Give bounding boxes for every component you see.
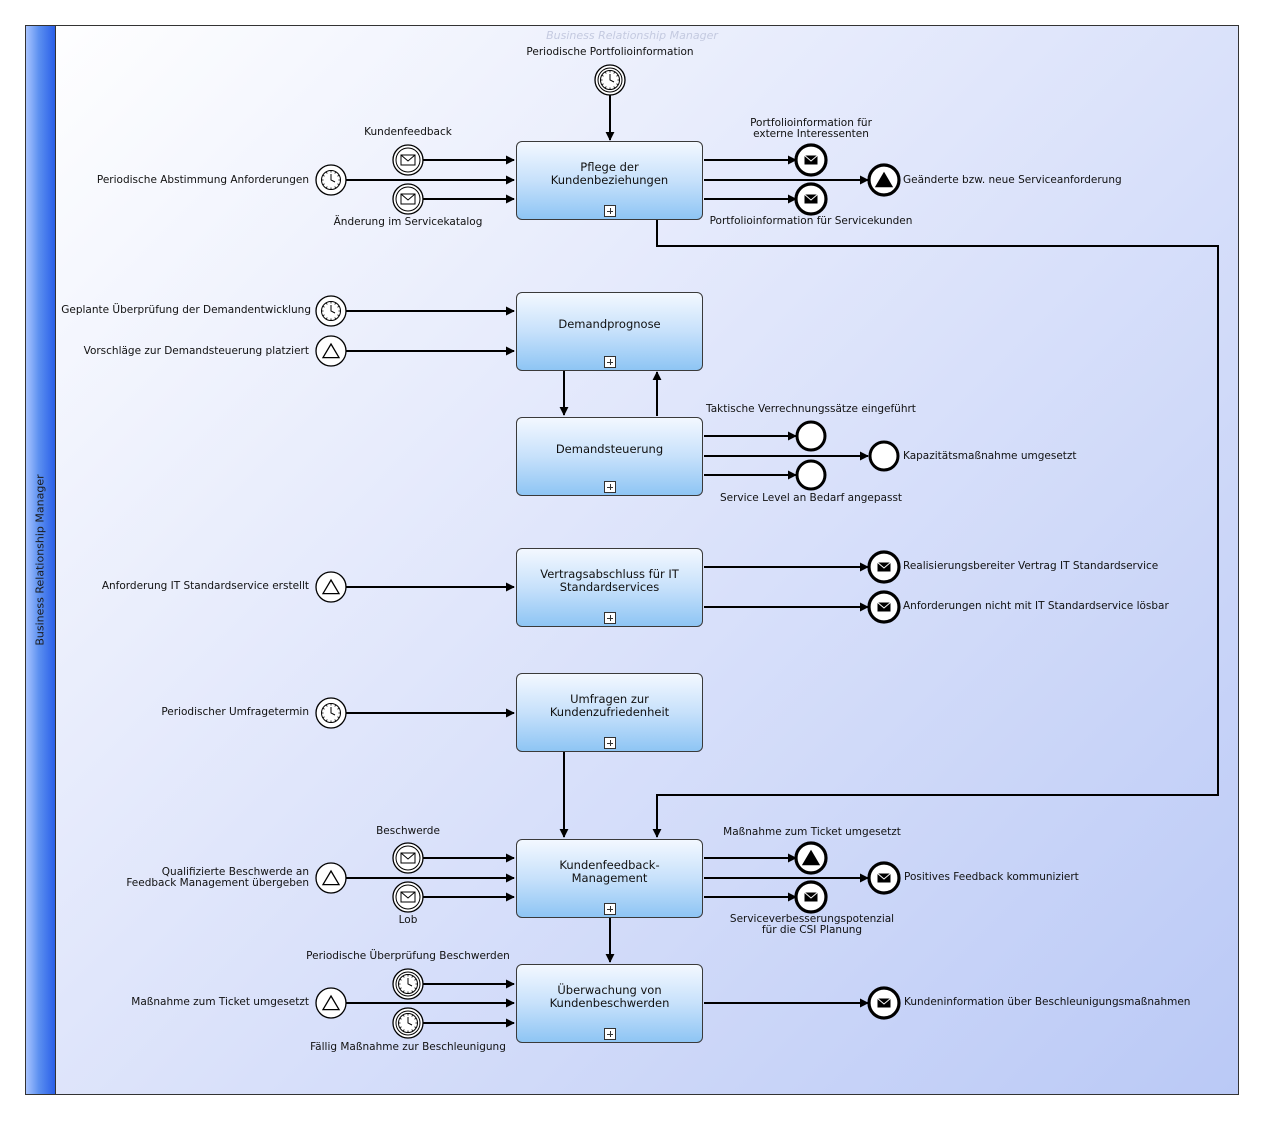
message-end-event-icon[interactable] (867, 550, 901, 584)
lane-title: Business Relationship Manager (546, 29, 718, 42)
event-label: Qualifizierte Beschwerde an Feedback Man… (126, 866, 309, 890)
subprocess-marker-icon[interactable] (604, 205, 616, 217)
none-end-event-icon[interactable] (795, 420, 827, 452)
event-label: Vorschläge zur Demandsteuerung platziert (83, 345, 309, 357)
timer-event-icon[interactable] (315, 295, 347, 327)
signal-event-icon[interactable] (315, 571, 347, 603)
pool-header (25, 25, 56, 1095)
sequence-flows (346, 95, 1219, 1028)
task-label: Überwachung von Kundenbeschwerden (549, 982, 670, 1010)
event-label: Anforderung IT Standardservice erstellt (101, 580, 309, 592)
event-label: Periodische Portfolioinformation (526, 46, 694, 58)
event-label: Serviceverbesserungspotenzial für die CS… (729, 913, 895, 937)
timer-event-icon[interactable] (392, 968, 424, 1000)
task-label: Vertragsabschluss für IT Standardservice… (540, 566, 679, 594)
event-label: Maßnahme zum Ticket umgesetzt (723, 826, 901, 838)
event-label: Portfolioinformation für Servicekunden (709, 215, 913, 227)
message-end-event-icon[interactable] (794, 880, 828, 914)
flow-pflege-to-feedback[interactable] (652, 220, 1219, 838)
event-label: Periodische Abstimmung Anforderungen (96, 174, 309, 186)
event-label: Anforderungen nicht mit IT Standardservi… (903, 600, 1169, 612)
signal-end-event-icon[interactable] (794, 841, 828, 875)
message-end-event-icon[interactable] (867, 861, 901, 895)
event-label: Kundeninformation über Beschleunigungsma… (904, 996, 1191, 1008)
event-label: Geplante Überprüfung der Demandentwicklu… (61, 304, 311, 316)
message-event-icon[interactable] (392, 144, 424, 176)
message-end-event-icon[interactable] (794, 182, 828, 216)
none-end-event-icon[interactable] (868, 440, 900, 472)
event-label: Geänderte bzw. neue Serviceanforderung (903, 174, 1122, 186)
timer-event-icon[interactable] (594, 64, 626, 96)
event-label: Portfolioinformation für externe Interes… (750, 117, 872, 141)
task-vertragsabschluss[interactable]: Vertragsabschluss für IT Standardservice… (516, 548, 703, 627)
message-end-event-icon[interactable] (867, 590, 901, 624)
subprocess-marker-icon[interactable] (604, 612, 616, 624)
event-label: Änderung im Servicekatalog (333, 216, 483, 228)
events-layer (315, 64, 901, 1039)
task-ueberwachung-kundenbeschwerden[interactable]: Überwachung von Kundenbeschwerden (516, 964, 703, 1043)
subprocess-marker-icon[interactable] (604, 1028, 616, 1040)
task-label: Pflege der Kundenbeziehungen (550, 159, 669, 187)
task-umfragen-kundenzufriedenheit[interactable]: Umfragen zur Kundenzufriedenheit (516, 673, 703, 752)
event-label: Beschwerde (376, 825, 440, 837)
event-label: Taktische Verrechnungssätze eingeführt (706, 403, 916, 415)
message-end-event-icon[interactable] (794, 143, 828, 177)
task-label: Demandsteuerung (555, 442, 664, 457)
event-label: Service Level an Bedarf angepasst (719, 492, 903, 504)
message-event-icon[interactable] (392, 881, 424, 913)
signal-event-icon[interactable] (315, 335, 347, 367)
subprocess-marker-icon[interactable] (604, 481, 616, 493)
event-label: Lob (398, 914, 418, 926)
event-label: Maßnahme zum Ticket umgesetzt (131, 996, 309, 1008)
subprocess-marker-icon[interactable] (604, 737, 616, 749)
event-label: Periodische Überprüfung Beschwerden (306, 950, 510, 962)
task-demandprognose[interactable]: Demandprognose (516, 292, 703, 371)
timer-event-icon[interactable] (315, 164, 347, 196)
message-event-icon[interactable] (392, 842, 424, 874)
signal-event-icon[interactable] (315, 862, 347, 894)
event-label: Fällig Maßnahme zur Beschleunigung (310, 1041, 506, 1053)
timer-event-icon[interactable] (315, 697, 347, 729)
subprocess-marker-icon[interactable] (604, 356, 616, 368)
none-end-event-icon[interactable] (795, 459, 827, 491)
timer-event-icon[interactable] (392, 1007, 424, 1039)
event-label: Positives Feedback kommuniziert (904, 871, 1079, 883)
signal-event-icon[interactable] (315, 987, 347, 1019)
task-demandsteuerung[interactable]: Demandsteuerung (516, 417, 703, 496)
event-label: Kundenfeedback (364, 126, 452, 138)
event-label: Periodischer Umfragetermin (161, 706, 309, 718)
task-pflege-der-kundenbeziehungen[interactable]: Pflege der Kundenbeziehungen (516, 141, 703, 220)
event-label: Realisierungsbereiter Vertrag IT Standar… (903, 560, 1159, 572)
task-label: Demandprognose (558, 317, 661, 332)
signal-end-event-icon[interactable] (867, 163, 901, 197)
task-label: Umfragen zur Kundenzufriedenheit (549, 691, 670, 719)
event-label: Kapazitätsmaßnahme umgesetzt (903, 450, 1077, 462)
subprocess-marker-icon[interactable] (604, 903, 616, 915)
task-kundenfeedback-management[interactable]: Kundenfeedback-Management (516, 839, 703, 918)
message-event-icon[interactable] (392, 183, 424, 215)
message-end-event-icon[interactable] (867, 986, 901, 1020)
task-label: Kundenfeedback-Management (559, 857, 660, 885)
